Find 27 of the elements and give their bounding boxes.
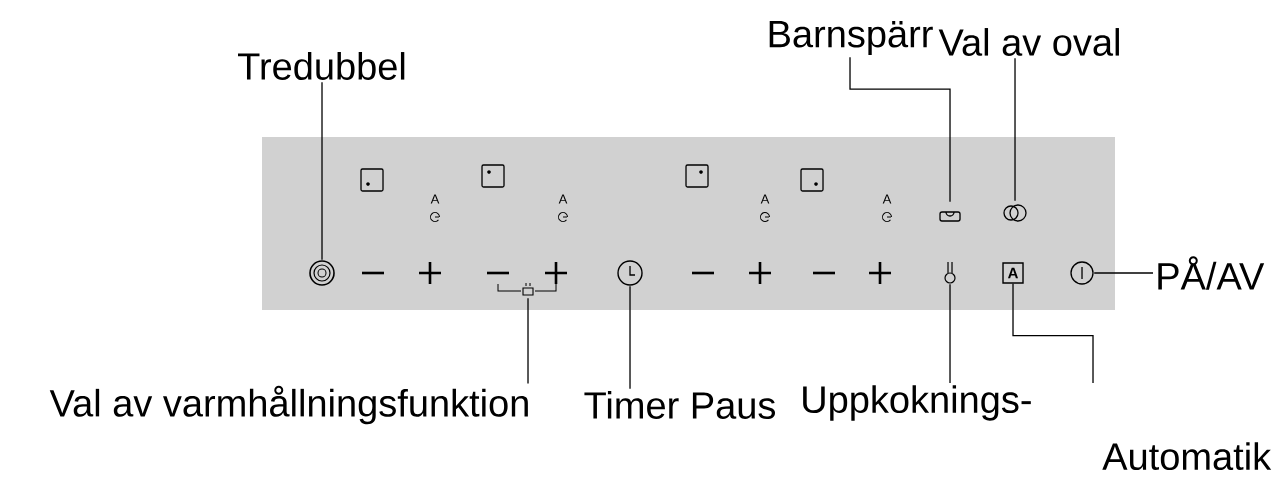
leader-line <box>321 81 323 261</box>
leader-line <box>949 283 951 384</box>
leader-line <box>1093 272 1154 274</box>
double-circle-icon <box>1003 204 1027 222</box>
letter-label: A <box>760 194 770 204</box>
callout-text: Timer Paus <box>584 391 775 419</box>
power-icon <box>1070 261 1094 285</box>
boxed-letter-key: A <box>1002 262 1024 284</box>
callout-text: Tredubbel <box>238 52 405 80</box>
letter-label: A <box>430 194 440 204</box>
thermometer-icon <box>944 261 956 284</box>
leader-line <box>1012 283 1094 384</box>
letter-label: A <box>558 194 568 204</box>
leader-line <box>1014 57 1016 202</box>
leader-line <box>849 56 951 203</box>
leader-line <box>629 285 631 390</box>
lock-icon <box>939 211 961 222</box>
callout-text: PÅ/AV <box>1158 256 1265 290</box>
pot-icon <box>522 282 534 296</box>
letter-label: A <box>882 194 892 204</box>
callout-text: Uppkoknings- Automatik <box>803 385 1272 471</box>
callout-text: Barnspärr <box>769 21 933 55</box>
callout-text: Val av oval <box>938 28 1119 56</box>
clock-icon <box>617 260 643 286</box>
leader-line <box>527 297 529 385</box>
triple-ring-icon <box>309 260 335 286</box>
callout-text: Val av varmhållningsfunktion <box>49 385 528 425</box>
